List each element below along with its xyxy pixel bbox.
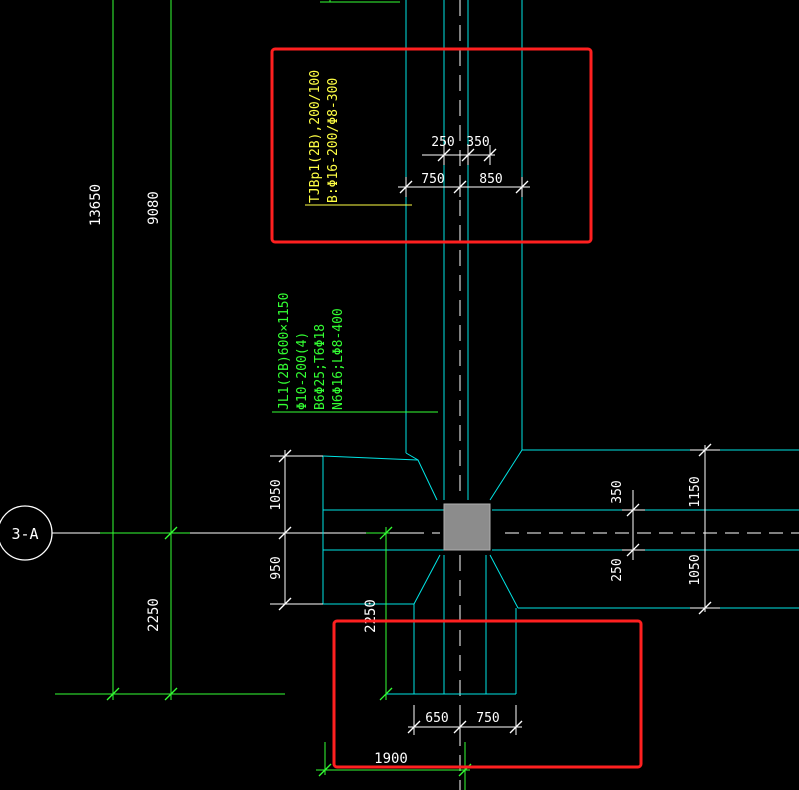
dimension-lines xyxy=(55,0,470,790)
jl-line-2: Φ10-200(4) xyxy=(295,332,310,410)
white-dimension-lines xyxy=(270,145,720,735)
dim-650-bot: 650 xyxy=(425,711,448,726)
leader-lines xyxy=(272,204,438,413)
axis-bubble-label: 3-A xyxy=(11,525,38,543)
dim-13650: 13650 xyxy=(88,184,104,226)
tjbp-annotation: TJBp1(2B),200/100 B:Φ16-200/Φ8-300 xyxy=(308,70,341,203)
dim-1150-right: 1150 xyxy=(688,476,703,507)
dim-950-left: 950 xyxy=(269,556,284,579)
white-dimension-ticks xyxy=(278,148,712,734)
dim-1050-left: 1050 xyxy=(269,479,284,510)
dim-2250-mid: 2250 xyxy=(363,599,379,633)
dim-250-right: 250 xyxy=(610,558,625,581)
foundation-beam-outline xyxy=(322,0,799,695)
tjbp-line-2: B:Φ16-200/Φ8-300 xyxy=(326,78,341,203)
dim-2250-left: 2250 xyxy=(146,598,162,632)
dim-350-right: 350 xyxy=(610,480,625,503)
jl-annotation: JL1(2B)600×1150 Φ10-200(4) B6Φ25;T6Φ18 N… xyxy=(277,293,346,410)
dim-1050-right: 1050 xyxy=(688,554,703,585)
dim-9080: 9080 xyxy=(146,191,162,225)
dimension-ticks xyxy=(106,526,472,777)
axis-bubble[interactable]: 3-A xyxy=(0,505,53,561)
highlight-box-top[interactable] xyxy=(270,47,593,244)
dim-250-top: 250 xyxy=(431,135,454,150)
jl-line-1: JL1(2B)600×1150 xyxy=(277,293,292,410)
column[interactable] xyxy=(443,503,491,551)
dim-850-top: 850 xyxy=(479,172,502,187)
dim-750-top: 750 xyxy=(421,172,444,187)
jl-line-3: B6Φ25;T6Φ18 xyxy=(313,324,328,410)
tjbp-line-1: TJBp1(2B),200/100 xyxy=(308,70,323,203)
dim-750-bot: 750 xyxy=(476,711,499,726)
dim-350-top: 350 xyxy=(466,135,489,150)
jl-line-4: N6Φ16;LΦ8-400 xyxy=(331,308,346,410)
dim-1900-bot: 1900 xyxy=(374,751,408,767)
highlight-box-bottom[interactable] xyxy=(332,619,643,769)
